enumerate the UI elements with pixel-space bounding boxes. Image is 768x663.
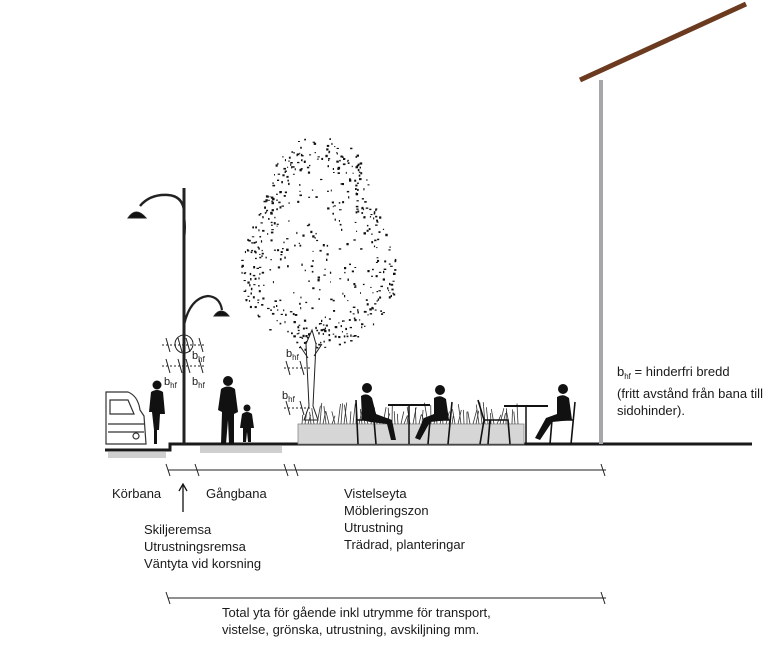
legend-definition: bhf = hinderfri bredd (617, 364, 730, 381)
skiljeremsa-arrow (178, 482, 188, 512)
label-korbana: Körbana (112, 486, 162, 501)
bhf-label-sidewalk: bhf (192, 376, 205, 390)
label-skiljeremsa: Skiljeremsa Utrustningsremsa Väntyta vid… (144, 522, 262, 571)
road-strip (108, 452, 166, 458)
pedestrians (218, 376, 254, 444)
bhf-marks-lamp (162, 337, 206, 374)
label-vistelseyta: Vistelseyta Möbleringszon Utrustning Trä… (344, 486, 465, 552)
total-dimension-line (165, 591, 606, 605)
car (105, 391, 147, 445)
bhf-label-cyclist: bhf (164, 376, 177, 390)
canopy-roof (578, 1, 748, 83)
legend-line-3: sidohinder). (617, 403, 685, 418)
bhf-label-lamp: bhf (192, 350, 205, 364)
bhf-label-tree-lower: bhf (282, 390, 295, 404)
bhf-marks-tree (284, 360, 310, 416)
legend-line-2: (fritt avstånd från bana till (617, 386, 763, 401)
cyclist (149, 380, 165, 444)
cafe-seating (355, 383, 576, 445)
sidewalk-strip (200, 446, 282, 453)
label-total: Total yta för gående inkl utrymme för tr… (222, 605, 491, 637)
bhf-label-tree-upper: bhf (286, 348, 299, 362)
bhf-legend: bhf = hinderfri bredd (fritt avstånd frå… (617, 363, 763, 419)
street-lamp (127, 188, 231, 444)
label-gangbana: Gångbana (206, 486, 267, 501)
tree (241, 138, 397, 421)
zone-dimension-line (165, 463, 606, 477)
